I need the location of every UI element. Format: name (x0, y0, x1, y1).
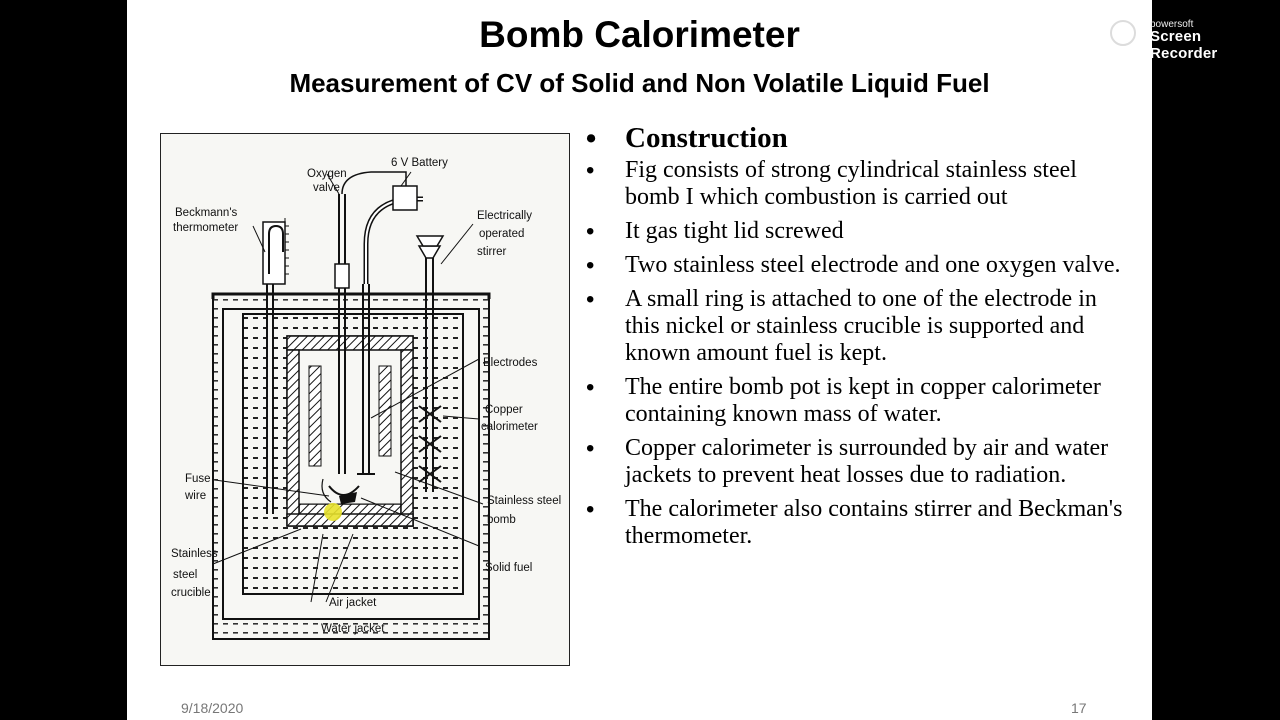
label-fuse-2: wire (184, 490, 206, 502)
slide: Bomb Calorimeter Measurement of CV of So… (127, 0, 1152, 720)
bullet-item: It gas tight lid screwed (584, 218, 1124, 245)
footer-date: 9/18/2020 (181, 700, 244, 716)
bullet-item: A small ring is attached to one of the e… (584, 286, 1124, 367)
label-crucible-2: steel (173, 569, 197, 581)
label-stirrer-1: Electrically (477, 210, 532, 222)
footer-page-number: 17 (1071, 700, 1087, 716)
watermark-product: Screen Recorder (1150, 28, 1218, 62)
bullet-item: The entire bomb pot is kept in copper ca… (584, 374, 1124, 428)
label-solid-fuel: Solid fuel (485, 562, 532, 574)
bullet-item: Copper calorimeter is surrounded by air … (584, 435, 1124, 489)
label-beckmann-2: thermometer (173, 222, 238, 234)
recorder-logo-icon (1110, 20, 1136, 46)
bullet-list: Construction Fig consists of strong cyli… (584, 120, 1124, 557)
bomb-calorimeter-diagram: 6 V Battery Oxygen valve Beckmann's ther… (160, 133, 570, 666)
battery-wire (363, 196, 423, 284)
label-copper-1: Copper (485, 404, 523, 416)
label-crucible-1: Stainless (171, 548, 218, 560)
label-beckmann-1: Beckmann's (175, 207, 238, 219)
label-steel-bomb-1: Stainless steel (487, 495, 561, 507)
cursor-highlight (324, 503, 342, 521)
label-oxygen-1: Oxygen (307, 168, 347, 180)
label-battery: 6 V Battery (391, 157, 448, 169)
label-oxygen-2: valve (313, 182, 340, 194)
label-air-jacket: Air jacket (329, 597, 377, 609)
bullet-item: The calorimeter also contains stirrer an… (584, 496, 1124, 550)
outer-vessel (211, 292, 491, 299)
label-electrodes: Electrodes (483, 357, 538, 369)
watermark-brand: powersoft (1150, 19, 1194, 30)
stirrer-blades (418, 405, 442, 483)
bullet-item: Fig consists of strong cylindrical stain… (584, 157, 1124, 211)
recorder-watermark: powersoft Screen Recorder (1108, 18, 1273, 62)
label-fuse-1: Fuse (185, 473, 211, 485)
slide-title: Bomb Calorimeter (479, 14, 800, 55)
slide-subtitle: Measurement of CV of Solid and Non Volat… (289, 68, 990, 98)
label-stirrer-3: stirrer (477, 246, 507, 258)
label-steel-bomb-2: bomb (487, 514, 516, 526)
label-copper-2: calorimeter (481, 421, 538, 433)
label-water-jacket: Water jacket (321, 623, 385, 635)
battery-icon (392, 185, 418, 211)
oxygen-valve (334, 263, 350, 289)
bullet-heading: Construction (584, 120, 1124, 157)
label-crucible-3: crucible (171, 587, 211, 599)
bullet-item: Two stainless steel electrode and one ox… (584, 252, 1124, 279)
beckmann-thermometer-icon (262, 221, 286, 285)
solid-fuel (339, 492, 357, 504)
label-stirrer-2: operated (479, 228, 524, 240)
stirrer-motor-icon (417, 245, 442, 259)
